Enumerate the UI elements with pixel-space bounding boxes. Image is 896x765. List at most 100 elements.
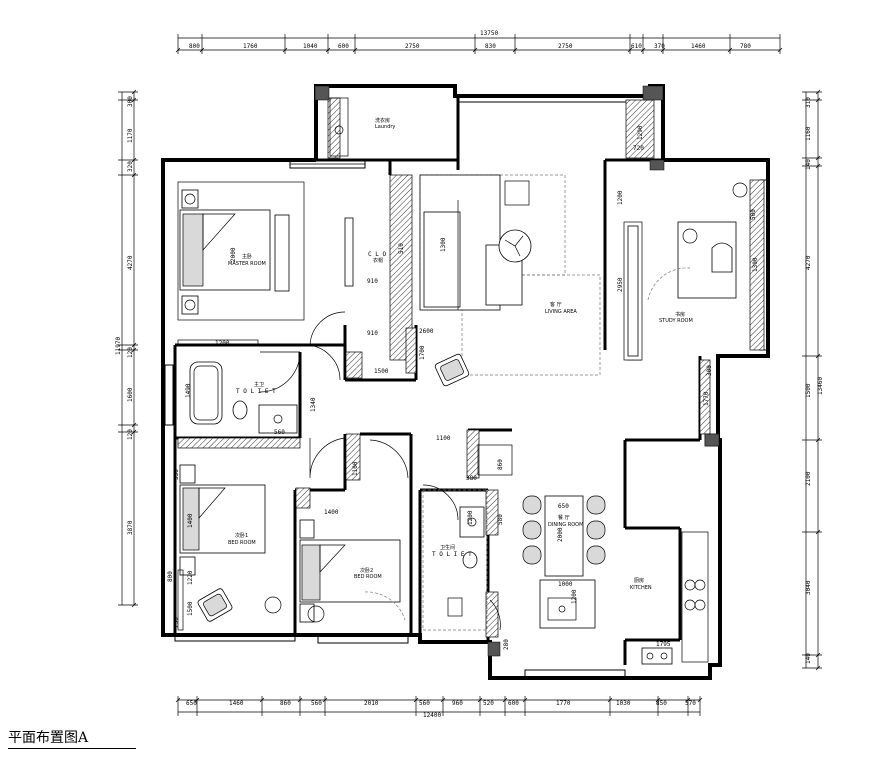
toilet2-en: T O L I E T xyxy=(432,551,472,558)
dimension-tick xyxy=(477,697,483,703)
dim-left-seg: 320 xyxy=(127,161,134,172)
dining-chair xyxy=(522,545,542,565)
dimension-tick xyxy=(131,422,137,428)
closet-cn: 衣帽 xyxy=(373,257,383,264)
dimension-tick xyxy=(259,697,265,703)
dim-right-total: 13460 xyxy=(817,377,824,395)
dim-right-seg: 140 xyxy=(805,653,812,664)
study-cn: 书房 xyxy=(675,311,685,318)
laundry-cn: 洗衣房 xyxy=(375,117,390,124)
dimension-tick xyxy=(199,47,205,53)
dim-top-seg: 2750 xyxy=(558,43,573,50)
door-swings xyxy=(309,311,346,346)
dim-910: 910 xyxy=(367,278,378,285)
dimension-tick xyxy=(815,163,821,169)
dimension-tick xyxy=(131,157,137,163)
bed2-en: BED ROOM xyxy=(354,574,382,580)
dim-1200m: 1200 xyxy=(571,589,578,604)
dimension-tick xyxy=(413,697,419,703)
dim-right-seg: 310 xyxy=(805,97,812,108)
top-dimensions: 13750 800 1760 1040 600 2750 830 2750 61… xyxy=(175,30,783,54)
dining-room: 餐 厅 DINING ROOM 650 2000 1000 1200 280 8… xyxy=(497,459,606,650)
bed1-en: BED ROOM xyxy=(228,540,256,546)
dimension-tick xyxy=(777,47,783,53)
dim-top-seg: 600 xyxy=(338,43,349,50)
study-en: STUDY ROOM xyxy=(659,318,693,324)
dim-bot-seg: 560 xyxy=(311,700,322,707)
master-room-en: MASTER ROOM xyxy=(228,261,266,267)
dimension-tick xyxy=(131,602,137,608)
dim-300: 300 xyxy=(706,365,713,376)
dim-left-seg: 300 xyxy=(127,96,134,107)
dim-1300s: 1300 xyxy=(752,257,759,272)
dimension-tick xyxy=(815,529,821,535)
dimension-tick xyxy=(352,47,358,53)
bed1-cn: 次卧1 xyxy=(235,532,248,539)
dim-top-seg: 800 xyxy=(189,43,200,50)
dim-bottom-total: 12400 xyxy=(423,712,441,719)
dimension-tick xyxy=(815,353,821,359)
dim-left-total: 11970 xyxy=(115,337,122,355)
dim-bot-seg: 960 xyxy=(452,700,463,707)
dim-1100b: 1100 xyxy=(352,461,359,476)
dim-bot-seg: 850 xyxy=(656,700,667,707)
kitchen-cn: 厨房 xyxy=(634,577,644,584)
dimension-tick xyxy=(640,47,646,53)
dining-chair xyxy=(586,520,606,540)
dimension-tick xyxy=(660,47,666,53)
dim-left-seg: 1170 xyxy=(127,128,134,143)
dim-2000d: 2000 xyxy=(557,527,564,542)
dining-chair xyxy=(586,495,606,515)
master-bedroom: 主卧 MASTER ROOM 2000 910 1200 xyxy=(177,181,378,347)
dim-top-seg: 830 xyxy=(485,43,496,50)
living-area: 1300 客 厅 LIVING AREA 2950 1200 xyxy=(419,174,643,387)
dim-860: 860 xyxy=(497,459,504,470)
kitchen: 厨房 KITCHEN 1795 xyxy=(630,531,709,665)
dimension-tick xyxy=(815,97,821,103)
dim-bot-seg: 570 xyxy=(685,700,696,707)
closet-en: C L O xyxy=(368,251,386,258)
dimension-tick xyxy=(175,47,181,53)
dining-en: DINING ROOM xyxy=(548,522,583,528)
dim-left-seg: 4270 xyxy=(127,255,134,270)
dimension-tick xyxy=(325,47,331,53)
dimension-tick xyxy=(131,89,137,95)
dim-1300: 1300 xyxy=(440,237,447,252)
dim-1220: 1220 xyxy=(187,570,194,585)
dim-1400: 1400 xyxy=(187,513,194,528)
study-room: 书房 STUDY ROOM 500 1300 1290 720 300 1770 xyxy=(633,125,759,406)
right-dimensions: 13460 310 1160 140 4270 1500 2100 3040 1… xyxy=(802,89,824,671)
dim-right-seg: 3040 xyxy=(805,580,812,595)
dim-top-seg: 780 xyxy=(740,43,751,50)
left-dimensions: 11970 300 1170 320 4270 120 1600 120 387… xyxy=(115,89,138,608)
dim-1400b: 1400 xyxy=(324,509,339,516)
dim-bot-seg: 600 xyxy=(508,700,519,707)
dim-right-seg: 4270 xyxy=(805,255,812,270)
dim-2950: 2950 xyxy=(617,277,624,292)
dimension-tick xyxy=(502,697,508,703)
dimension-tick xyxy=(472,47,478,53)
dimension-tick xyxy=(175,697,181,703)
dim-1290: 1290 xyxy=(637,125,644,140)
dim-bot-seg: 650 xyxy=(186,700,197,707)
dimension-tick xyxy=(655,697,661,703)
dim-bot-seg: 860 xyxy=(280,700,291,707)
dim-1200t: 1200 xyxy=(467,510,474,525)
dim-bot-seg: 520 xyxy=(483,700,494,707)
dim-580: 580 xyxy=(497,514,504,525)
dim-1770: 1770 xyxy=(703,391,710,406)
dim-1200: 1200 xyxy=(215,340,230,347)
dimension-tick xyxy=(194,697,200,703)
toilet-2: 卫生间 T O L I E T 1100 1200 380 xyxy=(422,435,513,631)
dimension-tick xyxy=(440,697,446,703)
dim-right-seg: 140 xyxy=(805,159,812,170)
dim-800: 800 xyxy=(167,571,174,582)
dim-left-seg: 3870 xyxy=(127,520,134,535)
dim-1700: 1700 xyxy=(419,345,426,360)
kitchen-en: KITCHEN xyxy=(630,585,652,591)
dim-top-total: 13750 xyxy=(480,30,498,37)
dining-chair xyxy=(586,545,606,565)
toilet1-cn: 主卫 xyxy=(254,381,264,388)
dim-510: 510 xyxy=(398,243,405,254)
dimension-tick xyxy=(685,697,691,703)
